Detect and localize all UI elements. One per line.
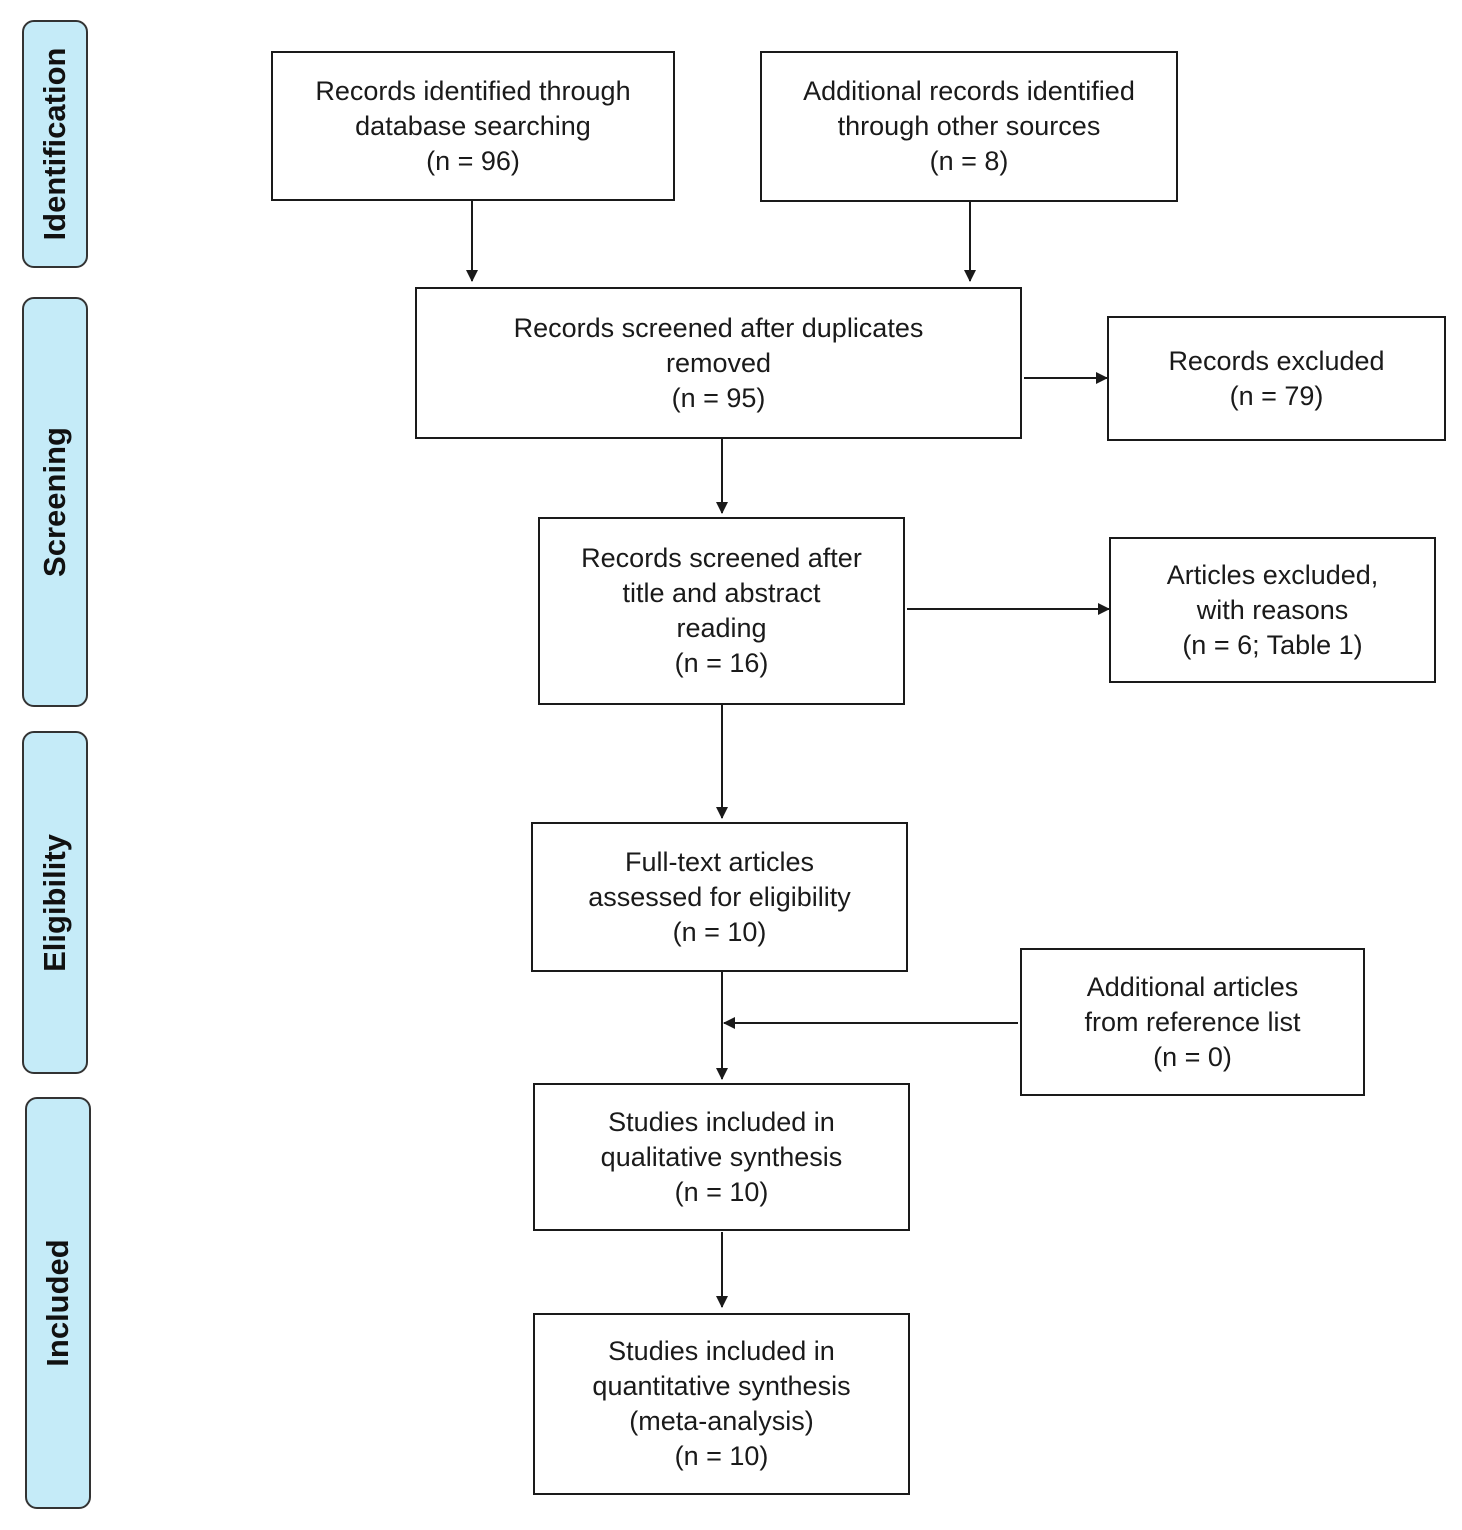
box-line: quantitative synthesis <box>592 1371 851 1401</box>
box-line: assessed for eligibility <box>588 881 851 912</box>
phase-identification: Identification <box>22 20 88 268</box>
box-line: (n = 10) <box>674 1441 769 1471</box>
box-line: removed <box>665 347 772 378</box>
box-line: Records screened after <box>581 543 862 573</box>
box-line: (n = 96) <box>426 145 520 176</box>
box-line: reading <box>676 613 767 643</box>
box-line: Records identified through <box>315 75 631 106</box>
box-line: Records screened after duplicates <box>513 312 924 343</box>
box-line: (n = 10) <box>674 1176 769 1207</box>
box-line: Studies included in <box>608 1336 835 1366</box>
phase-included: Included <box>25 1097 91 1509</box>
box-other-sources: Additional records identified through ot… <box>760 51 1178 202</box>
box-line: Additional records identified <box>803 76 1135 106</box>
box-reference-list: Additional articles from reference list … <box>1020 948 1365 1096</box>
box-line: Full-text articles <box>624 846 815 877</box>
box-line: Articles excluded, <box>1166 559 1379 590</box>
box-line: Additional articles <box>1086 971 1299 1002</box>
box-line: (n = 79) <box>1229 380 1324 411</box>
box-database-search: Records identified through database sear… <box>271 51 675 201</box>
box-line: through other sources <box>837 111 1101 141</box>
phase-screening: Screening <box>22 297 88 707</box>
box-line: Records excluded <box>1168 345 1385 376</box>
box-line: (n = 8) <box>929 146 1009 176</box>
box-line: (n = 6; Table 1) <box>1182 629 1363 660</box>
box-records-excluded: Records excluded (n = 79) <box>1107 316 1446 441</box>
box-title-abstract: Records screened after title and abstrac… <box>538 517 905 705</box>
box-line: qualitative synthesis <box>600 1141 843 1172</box>
box-qualitative-synthesis: Studies included in qualitative synthesi… <box>533 1083 910 1231</box>
box-line: database searching <box>355 110 591 141</box>
box-after-duplicates: Records screened after duplicates remove… <box>415 287 1022 439</box>
box-line: with reasons <box>1196 594 1349 625</box>
box-line: (n = 10) <box>672 916 767 947</box>
box-line: title and abstract <box>622 578 821 608</box>
box-quantitative-synthesis: Studies included in quantitative synthes… <box>533 1313 910 1495</box>
box-line: (n = 16) <box>674 648 769 678</box>
box-line: from reference list <box>1084 1006 1301 1037</box>
box-full-text: Full-text articles assessed for eligibil… <box>531 822 908 972</box>
box-line: (n = 0) <box>1153 1041 1232 1072</box>
box-line: (meta-analysis) <box>629 1406 814 1436</box>
box-line: Studies included in <box>608 1106 835 1137</box>
box-line: (n = 95) <box>671 382 766 413</box>
box-articles-excluded: Articles excluded, with reasons (n = 6; … <box>1109 537 1436 683</box>
phase-eligibility: Eligibility <box>22 731 88 1074</box>
